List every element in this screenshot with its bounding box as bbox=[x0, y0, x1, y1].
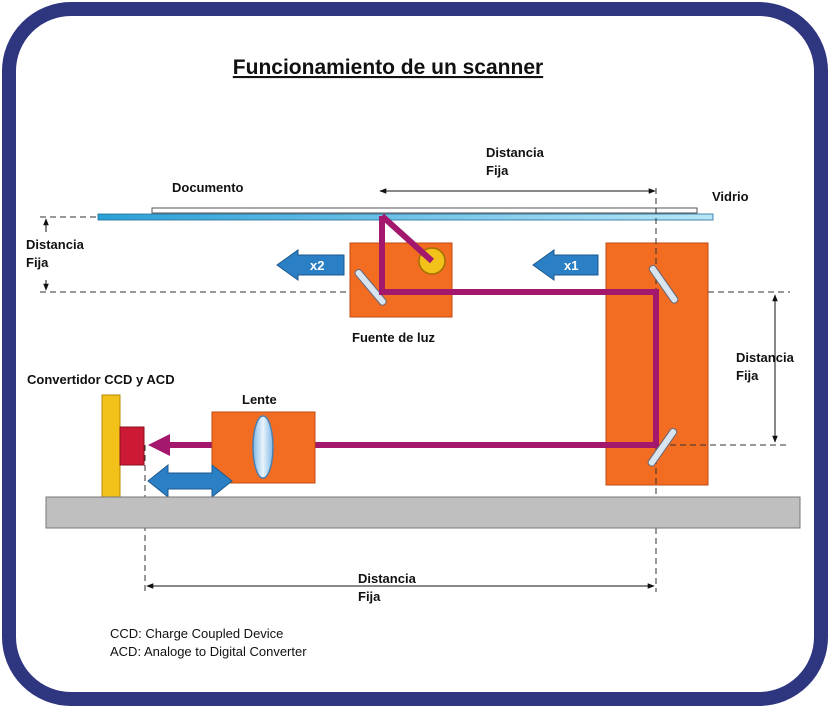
lower-mirror bbox=[647, 427, 678, 467]
ccd-sensor bbox=[119, 426, 145, 466]
document-sheet bbox=[151, 207, 698, 214]
light-beam-path bbox=[165, 213, 659, 448]
scanner-base bbox=[45, 496, 801, 529]
legend-ccd: CCD: Charge Coupled Device bbox=[110, 626, 283, 641]
upper-mirror bbox=[648, 264, 679, 304]
vidrio-label: Vidrio bbox=[712, 189, 749, 204]
right-fija-label: Fija bbox=[736, 368, 759, 383]
x2-label: x2 bbox=[310, 258, 324, 273]
documento-label: Documento bbox=[172, 180, 244, 195]
bottom-fija-label: Fija bbox=[358, 589, 381, 604]
x1-arrow bbox=[532, 249, 599, 281]
lens-focus-arrow bbox=[147, 463, 233, 499]
convertidor-label: Convertidor CCD y ACD bbox=[27, 372, 175, 387]
lente-label: Lente bbox=[242, 392, 277, 407]
light-beam-arrowhead bbox=[148, 434, 170, 456]
x1-label: x1 bbox=[564, 258, 578, 273]
right-distancia-label: Distancia bbox=[736, 350, 795, 365]
light-source-mirror bbox=[354, 268, 387, 306]
diagram-title: Funcionamiento de un scanner bbox=[233, 56, 543, 79]
lens-icon bbox=[252, 415, 274, 479]
left-distancia-label: Distancia bbox=[26, 237, 85, 252]
fuente-de-luz-label: Fuente de luz bbox=[352, 330, 436, 345]
top-fija-label: Fija bbox=[486, 163, 509, 178]
glass-plate bbox=[97, 213, 714, 221]
legend-acd: ACD: Analoge to Digital Converter bbox=[110, 644, 307, 659]
converter-board bbox=[101, 394, 121, 499]
top-distancia-label: Distancia bbox=[486, 145, 545, 160]
x2-arrow bbox=[276, 249, 345, 281]
bottom-distancia-label: Distancia bbox=[358, 571, 417, 586]
left-fija-label: Fija bbox=[26, 255, 49, 270]
